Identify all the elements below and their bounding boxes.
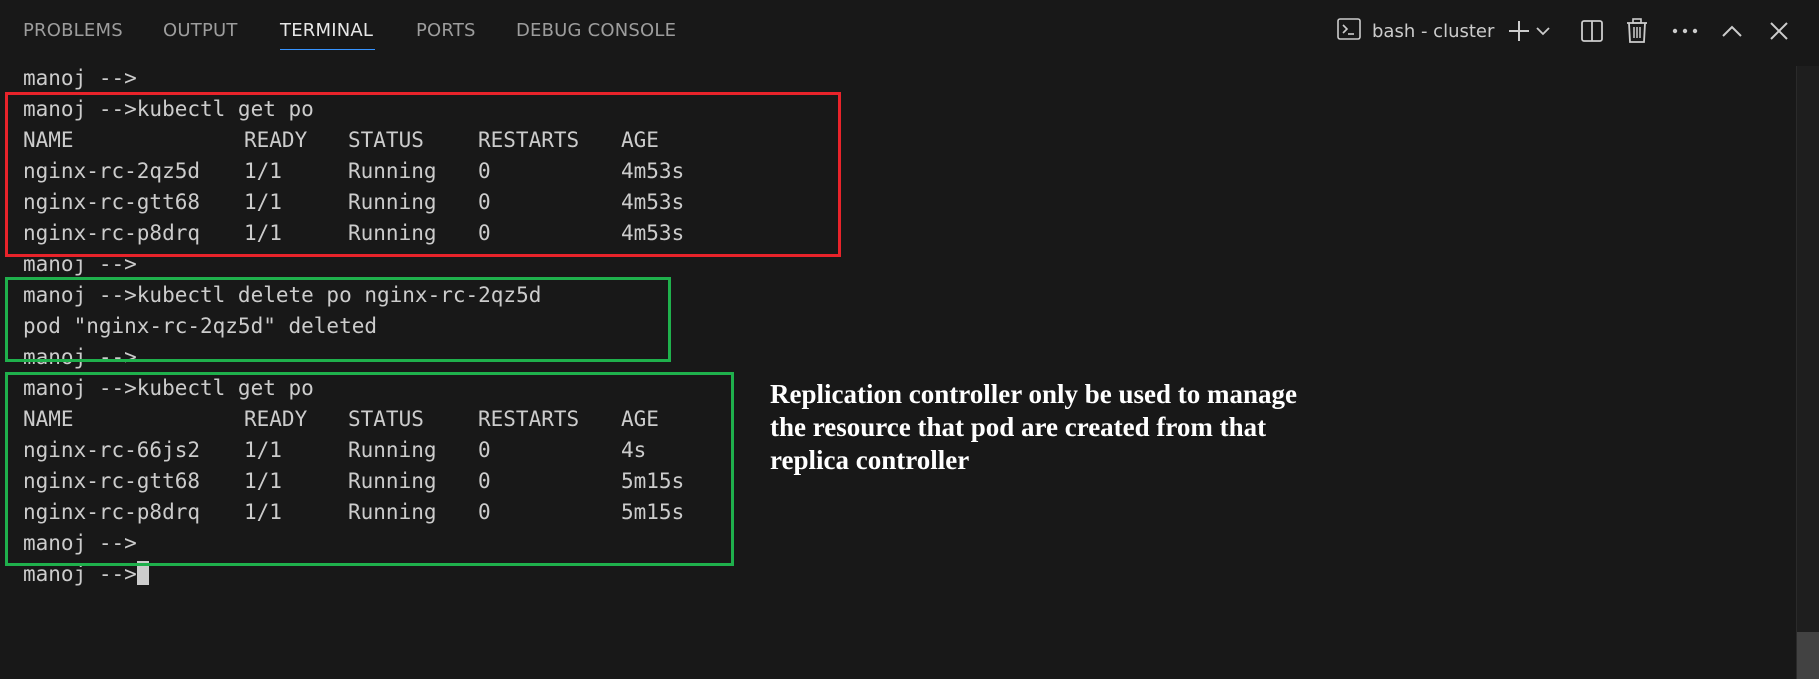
pod-age: 4s: [621, 438, 647, 462]
pod-restarts: 0: [478, 469, 491, 493]
annotation-note: Replication controller only be used to m…: [770, 378, 1370, 477]
pod-ready: 1/1: [244, 159, 282, 183]
pod-restarts: 0: [478, 500, 491, 524]
pod-status: Running: [348, 438, 437, 462]
table-header-row: NAME READY STATUS RESTARTS AGE: [23, 404, 743, 435]
annotation-line: Replication controller only be used to m…: [770, 379, 1297, 409]
col-header-age: AGE: [621, 407, 659, 431]
pod-ready: 1/1: [244, 469, 282, 493]
pod-name: nginx-rc-gtt68: [23, 469, 201, 493]
pod-restarts: 0: [478, 221, 491, 245]
terminal-active-prompt[interactable]: manoj -->: [23, 559, 149, 590]
tab-debug-console[interactable]: DEBUG CONSOLE: [516, 20, 677, 41]
pod-ready: 1/1: [244, 438, 282, 462]
col-header-restarts: RESTARTS: [478, 128, 580, 152]
col-header-name: NAME: [23, 407, 74, 431]
terminal-icon: [1336, 16, 1362, 46]
terminal-output[interactable]: manoj --> manoj -->kubectl get po NAME R…: [0, 62, 1795, 679]
split-icon[interactable]: [1575, 14, 1609, 48]
text-cursor: [136, 561, 149, 585]
pod-status: Running: [348, 159, 437, 183]
pod-ready: 1/1: [244, 221, 282, 245]
prompt-text: manoj -->: [23, 562, 137, 586]
tab-problems[interactable]: PROBLEMS: [23, 20, 123, 41]
col-header-restarts: RESTARTS: [478, 407, 580, 431]
panel-tab-bar: PROBLEMS OUTPUT TERMINAL PORTS DEBUG CON…: [0, 0, 1819, 62]
pod-age: 4m53s: [621, 159, 685, 183]
maximize-icon[interactable]: [1715, 14, 1749, 48]
tab-terminal[interactable]: TERMINAL: [280, 20, 374, 41]
terminal-line: manoj -->: [23, 345, 137, 369]
chevron-down-icon[interactable]: [1532, 14, 1554, 48]
col-header-name: NAME: [23, 128, 74, 152]
pod-restarts: 0: [478, 438, 491, 462]
terminal-line: manoj -->: [23, 252, 137, 276]
terminal-picker-label: bash - cluster: [1372, 20, 1495, 42]
col-header-age: AGE: [621, 128, 659, 152]
table-row: nginx-rc-gtt68 1/1 Running 0 4m53s: [23, 187, 743, 218]
terminal-command: manoj -->kubectl delete po nginx-rc-2qz5…: [23, 283, 542, 307]
pod-status: Running: [348, 500, 437, 524]
terminal-line: manoj -->: [23, 66, 137, 90]
pod-age: 4m53s: [621, 221, 685, 245]
pod-name: nginx-rc-p8drq: [23, 221, 201, 245]
col-header-status: STATUS: [348, 407, 424, 431]
panel-toolbar: [0, 14, 1819, 48]
col-header-ready: READY: [244, 407, 308, 431]
active-tab-indicator: [280, 49, 375, 50]
terminal-output-line: pod "nginx-rc-2qz5d" deleted: [23, 314, 378, 338]
pod-ready: 1/1: [244, 190, 282, 214]
pod-name: nginx-rc-66js2: [23, 438, 201, 462]
pod-age: 4m53s: [621, 190, 685, 214]
col-header-ready: READY: [244, 128, 308, 152]
table-header-row: NAME READY STATUS RESTARTS AGE: [23, 125, 743, 156]
pod-age: 5m15s: [621, 500, 685, 524]
pod-age: 5m15s: [621, 469, 685, 493]
table-row: nginx-rc-gtt68 1/1 Running 0 5m15s: [23, 466, 743, 497]
trash-icon[interactable]: [1620, 14, 1654, 48]
plus-icon[interactable]: [1502, 14, 1536, 48]
pod-status: Running: [348, 469, 437, 493]
scrollbar-track[interactable]: [1796, 66, 1819, 679]
pod-status: Running: [348, 190, 437, 214]
tab-output[interactable]: OUTPUT: [163, 20, 238, 41]
pod-name: nginx-rc-gtt68: [23, 190, 201, 214]
terminal-command: manoj -->kubectl get po: [23, 376, 314, 400]
tab-ports[interactable]: PORTS: [416, 20, 476, 41]
pod-ready: 1/1: [244, 500, 282, 524]
scrollbar-thumb[interactable]: [1797, 632, 1819, 679]
terminal-picker[interactable]: bash - cluster: [1336, 16, 1494, 46]
pod-restarts: 0: [478, 190, 491, 214]
terminal-command: manoj -->kubectl get po: [23, 97, 314, 121]
table-row: nginx-rc-66js2 1/1 Running 0 4s: [23, 435, 743, 466]
table-row: nginx-rc-2qz5d 1/1 Running 0 4m53s: [23, 156, 743, 187]
table-row: nginx-rc-p8drq 1/1 Running 0 4m53s: [23, 218, 743, 249]
pod-restarts: 0: [478, 159, 491, 183]
annotation-line: replica controller: [770, 445, 970, 475]
pod-name: nginx-rc-2qz5d: [23, 159, 201, 183]
more-icon[interactable]: [1668, 14, 1702, 48]
close-icon[interactable]: [1762, 14, 1796, 48]
terminal-line: manoj -->: [23, 531, 137, 555]
table-row: nginx-rc-p8drq 1/1 Running 0 5m15s: [23, 497, 743, 528]
pod-status: Running: [348, 221, 437, 245]
col-header-status: STATUS: [348, 128, 424, 152]
pod-name: nginx-rc-p8drq: [23, 500, 201, 524]
annotation-line: the resource that pod are created from t…: [770, 412, 1267, 442]
